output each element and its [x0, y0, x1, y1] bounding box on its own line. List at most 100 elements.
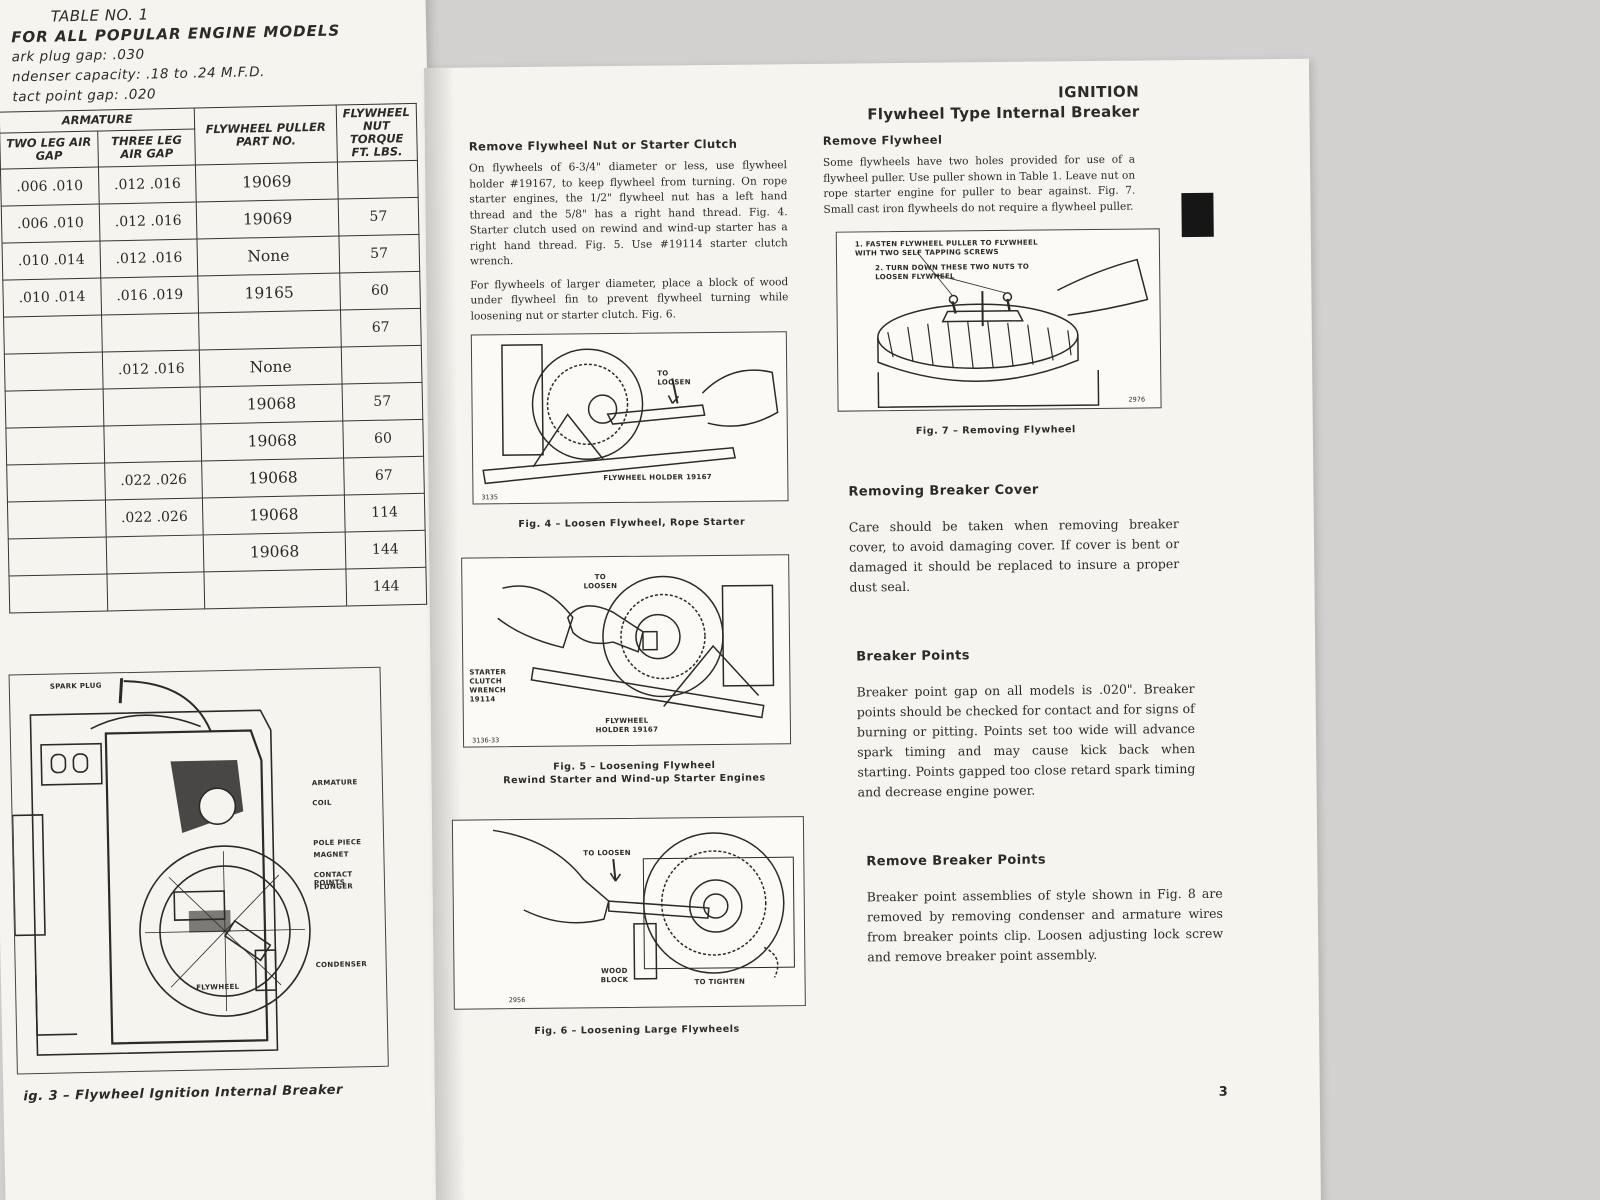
three-leg-cell: .012 .016 [98, 165, 197, 205]
table-heading: TABLE NO. 1 FOR ALL POPULAR ENGINE MODEL… [11, 0, 342, 107]
fig5-illustration: TO LOOSEN STARTER CLUTCH WRENCH 19114 FL… [461, 554, 792, 748]
label-armature: ARMATURE [311, 778, 358, 788]
two-leg-cell: .010 .014 [2, 241, 101, 281]
label-wood-block: WOOD BLOCK [600, 966, 629, 985]
heading-remove-breaker-points: Remove Breaker Points [866, 852, 1047, 870]
two-leg-cell [5, 389, 104, 429]
part-number-cell: None [199, 347, 342, 387]
paragraph: Breaker point assemblies of style shown … [866, 885, 1224, 965]
part-number-cell: None [197, 236, 340, 276]
three-leg-cell: .016 .019 [100, 275, 199, 316]
heading-breaker-points: Breaker Points [856, 648, 970, 665]
two-leg-cell: .010 .014 [2, 278, 102, 318]
fig5-caption-line2: Rewind Starter and Wind-up Starter Engin… [503, 772, 766, 787]
paragraph: On flywheels of 6-3/4" diameter or less,… [468, 159, 788, 268]
torque-cell: 67 [343, 456, 425, 495]
right-column: Remove Flywheel Some flywheels have two … [822, 130, 1223, 976]
paragraph: Some flywheels have two holes provided f… [822, 153, 1136, 216]
three-leg-cell: .022 .026 [104, 460, 203, 500]
left-column: Remove Flywheel Nut or Starter Clutch On… [451, 136, 806, 1038]
three-leg-cell [103, 423, 203, 464]
label-to-tighten: TO TIGHTEN [694, 977, 746, 987]
two-leg-cell [7, 499, 106, 540]
torque-cell [340, 345, 423, 385]
fig4-caption: Fig. 4 – Loosen Flywheel, Rope Starter [518, 516, 746, 531]
starter-clutch-wrench-drawing [497, 575, 775, 719]
torque-cell: 114 [344, 493, 426, 532]
two-leg-cell [8, 536, 107, 577]
three-leg-cell [102, 386, 202, 427]
two-leg-cell [5, 426, 105, 466]
part-number-cell: 19068 [203, 531, 346, 572]
thumb-index-tab [1181, 192, 1214, 238]
torque-cell: 144 [344, 530, 426, 569]
three-leg-cell: .012 .016 [98, 202, 198, 242]
fig3-caption: ig. 3 – Flywheel Ignition Internal Break… [23, 1082, 344, 1105]
fig7-illustration: 1. FASTEN FLYWHEEL PULLER TO FLYWHEEL WI… [835, 228, 1162, 412]
page-number: 3 [1218, 1084, 1228, 1100]
spec-table: ARMATURE FLYWHEEL PULLER PART NO. FLYWHE… [0, 103, 427, 614]
torque-cell: 60 [342, 419, 424, 458]
three-leg-cell: .012 .016 [99, 239, 199, 279]
figure-number: 2956 [508, 995, 526, 1005]
two-leg-cell [4, 352, 103, 392]
label-coil: COIL [312, 798, 332, 808]
label-flywheel: FLYWHEEL [196, 982, 240, 992]
large-flywheel-drawing [492, 829, 795, 980]
heading-remove-flywheel-nut: Remove Flywheel Nut or Starter Clutch [468, 136, 738, 154]
label-magnet: MAGNET [313, 850, 349, 860]
flywheel-holder-drawing [482, 344, 779, 485]
part-number-cell: 19069 [196, 199, 339, 240]
torque-cell: 144 [345, 567, 427, 606]
fig4-illustration: TO LOOSEN FLYWHEEL HOLDER 19167 3135 [470, 331, 789, 505]
label-to-loosen: TO LOOSEN [583, 848, 631, 858]
label-plunger: PLUNGER [313, 882, 354, 892]
three-leg-cell: .022 .026 [105, 497, 204, 537]
label-to-loosen: TO LOOSEN [657, 369, 691, 387]
three-leg-cell: .012 .016 [102, 349, 201, 390]
torque-cell: 57 [338, 234, 420, 274]
engine-cutaway-drawing [11, 678, 311, 1056]
table-row: 144 [8, 567, 427, 614]
paragraph: Care should be taken when removing break… [848, 516, 1180, 595]
two-leg-cell: .006 .010 [0, 167, 99, 207]
part-number-cell [204, 568, 347, 609]
part-number-cell: 19068 [202, 494, 345, 535]
part-number-cell: 19069 [195, 162, 338, 203]
two-leg-cell [6, 463, 106, 503]
three-leg-cell [106, 571, 206, 611]
label-to-loosen: TO LOOSEN [583, 573, 618, 591]
note-fasten-puller: 1. FASTEN FLYWHEEL PULLER TO FLYWHEEL WI… [854, 238, 1038, 258]
torque-cell: 57 [341, 382, 423, 422]
label-spark-plug: SPARK PLUG [49, 681, 102, 691]
figure-number: 2976 [1128, 395, 1146, 404]
label-pole-piece: POLE PIECE [313, 838, 362, 848]
torque-cell [337, 160, 419, 200]
part-number-cell: 19068 [201, 421, 344, 461]
fig6-illustration: TO LOOSEN WOOD BLOCK TO TIGHTEN 2956 [451, 816, 806, 1010]
label-flywheel-holder: FLYWHEEL HOLDER 19167 [603, 473, 712, 483]
label-flywheel-holder: FLYWHEEL HOLDER 19167 [595, 716, 659, 735]
figure-number: 3136-33 [472, 736, 500, 745]
label-starter-clutch-wrench: STARTER CLUTCH WRENCH 19114 [469, 668, 507, 704]
torque-header: FLYWHEEL NUT TORQUE FT. LBS. [335, 103, 418, 163]
torque-cell: 67 [340, 308, 422, 348]
fig3-illustration: SPARK PLUG ARMATURE COIL POLE PIECE MAGN… [8, 666, 389, 1075]
part-number-cell: 19068 [200, 384, 343, 424]
part-number-cell: 19068 [202, 457, 345, 498]
fig6-caption: Fig. 6 – Loosening Large Flywheels [534, 1023, 740, 1037]
two-leg-cell [3, 315, 103, 355]
three-leg-header: THREE LEG AIR GAP [97, 128, 196, 168]
subsection-title: Flywheel Type Internal Breaker [867, 102, 1140, 124]
left-page: TABLE NO. 1 FOR ALL POPULAR ENGINE MODEL… [0, 0, 451, 1200]
paragraph: For flywheels of larger diameter, place … [470, 275, 789, 323]
two-leg-cell: .006 .010 [1, 204, 100, 244]
heading-remove-flywheel: Remove Flywheel [822, 132, 943, 148]
torque-cell: 60 [339, 271, 421, 311]
torque-cell: 57 [337, 197, 419, 237]
figure-number: 3135 [481, 493, 499, 502]
three-leg-cell [105, 534, 205, 574]
section-title: IGNITION [1058, 82, 1140, 102]
fig7-caption: Fig. 7 – Removing Flywheel [915, 424, 1076, 437]
note-turn-down-nuts: 2. TURN DOWN THESE TWO NUTS TO LOOSEN FL… [875, 262, 1030, 282]
